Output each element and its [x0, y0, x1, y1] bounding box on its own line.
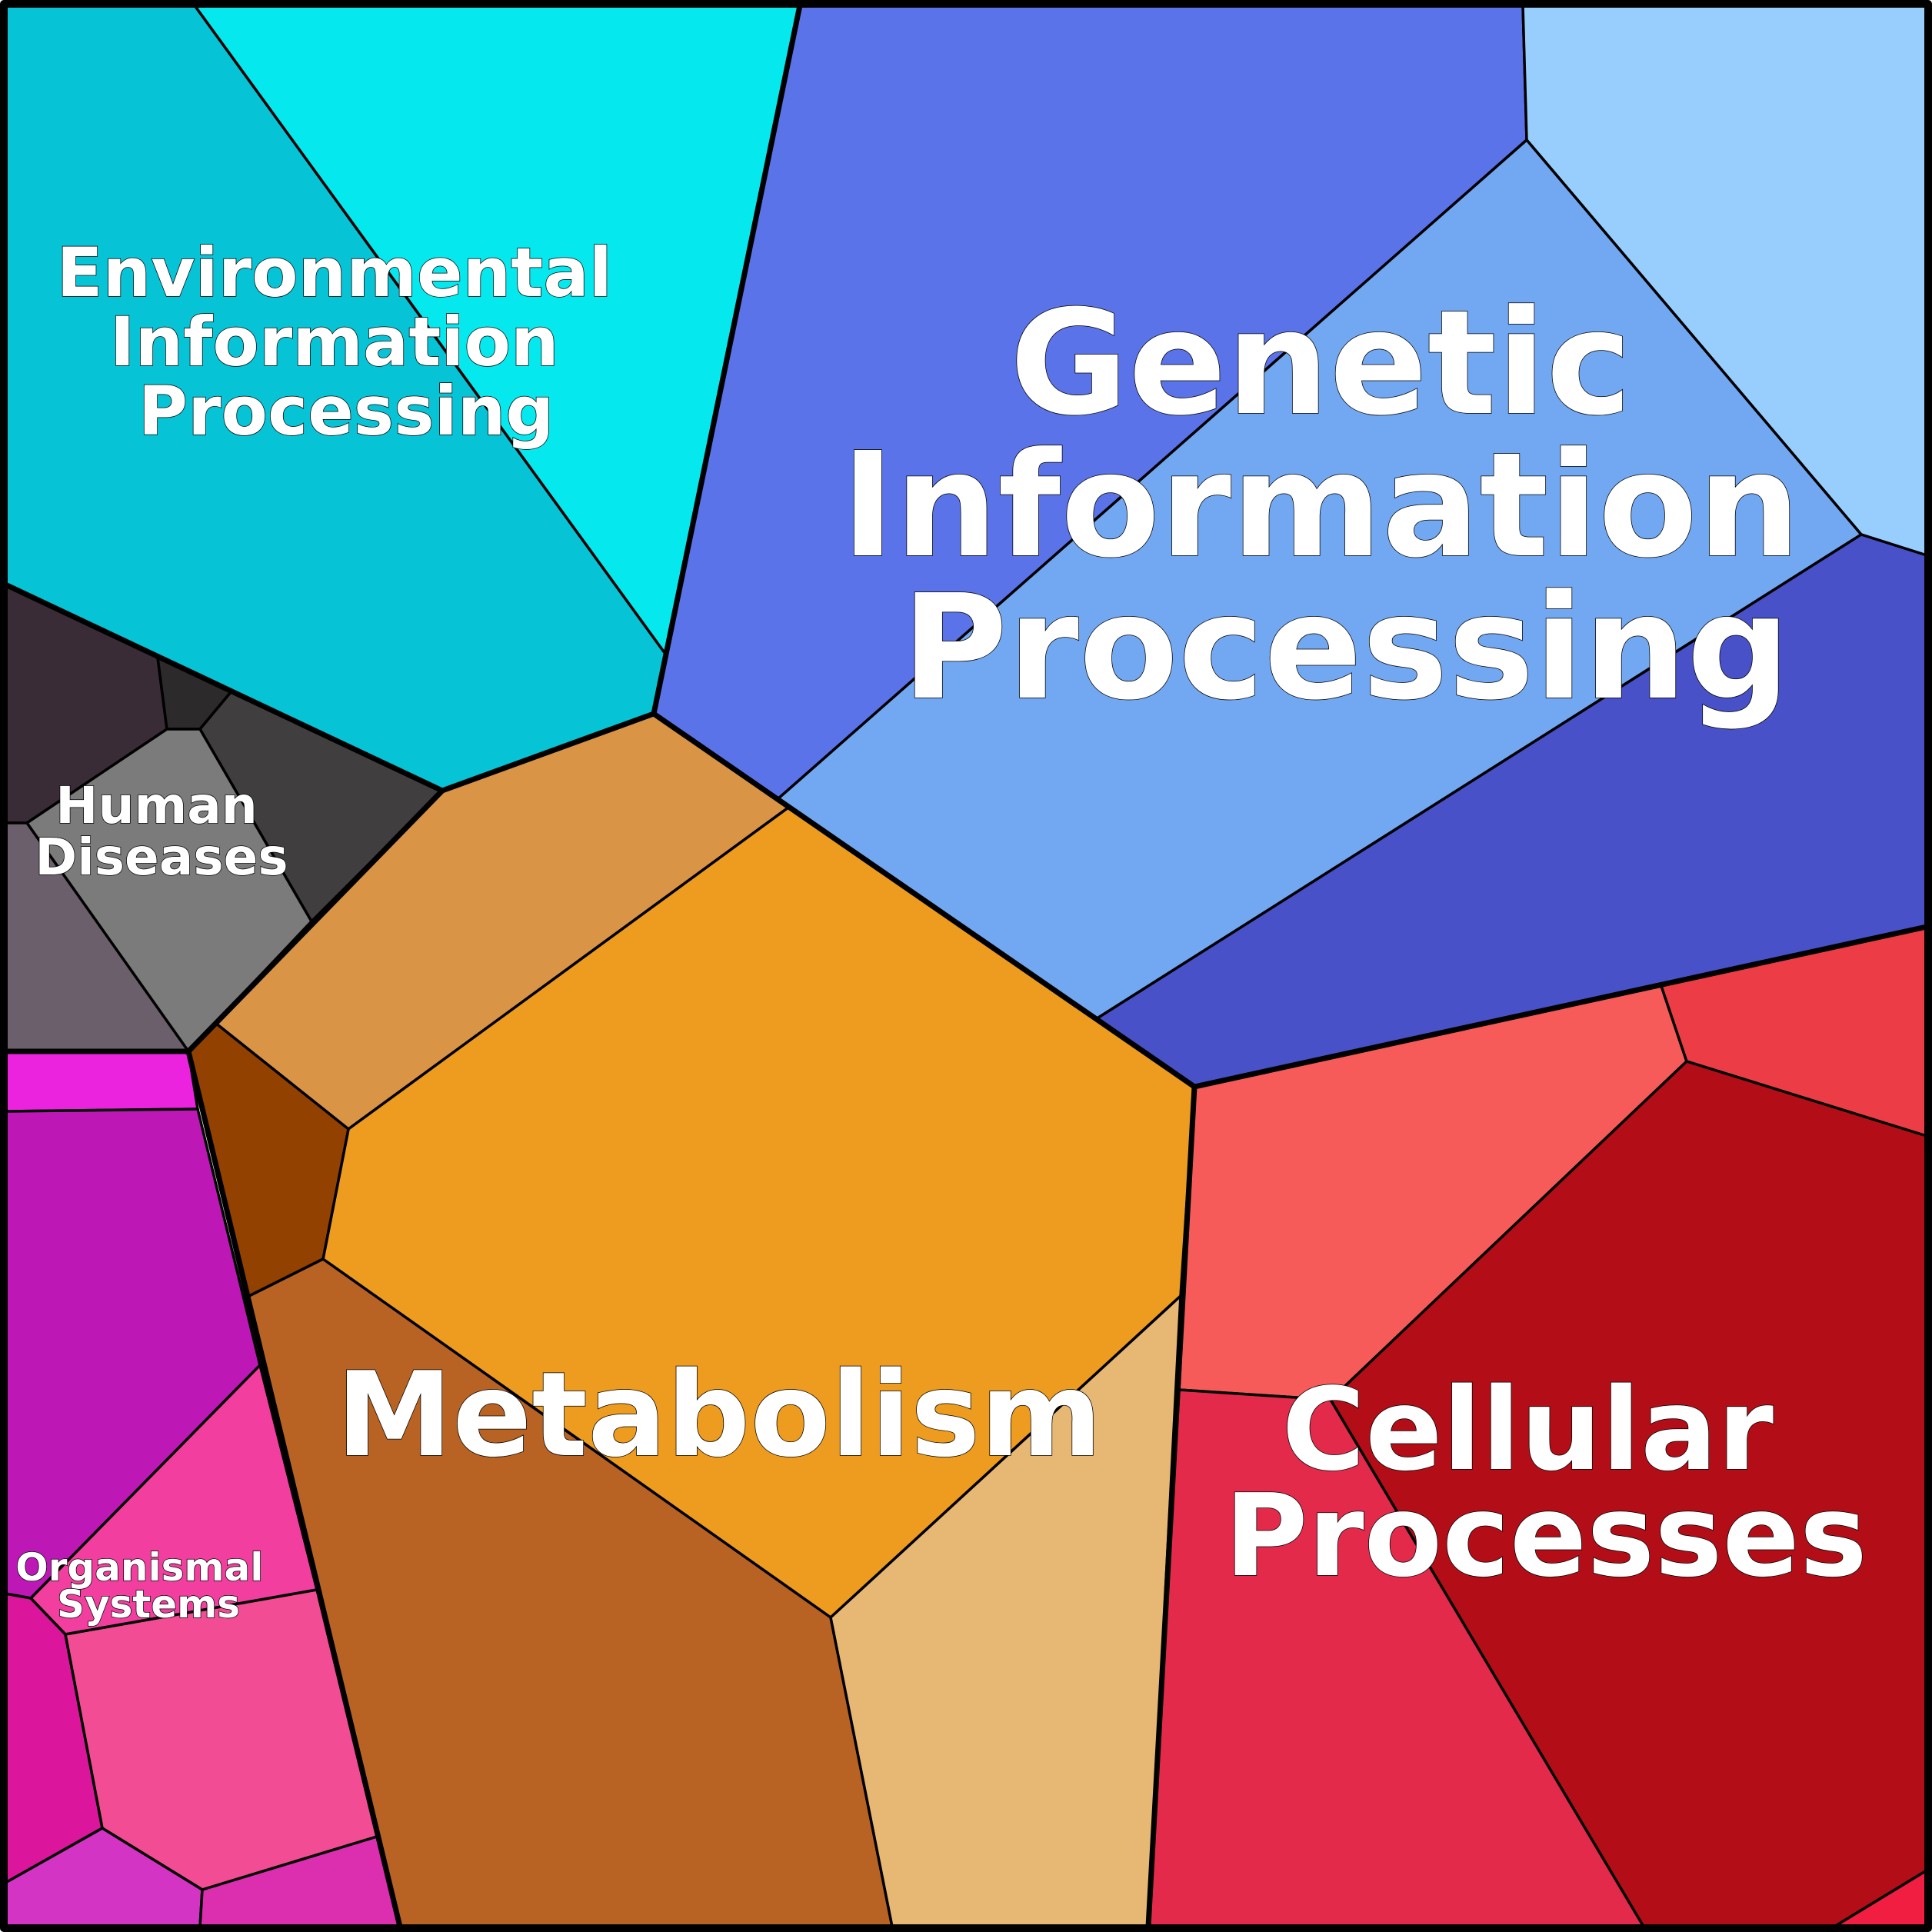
- label-genetic-line-1: Genetic: [1010, 279, 1632, 448]
- label-genetic-line-3: Processing: [901, 564, 1790, 732]
- boundary-metabolism-organismal: [185, 1051, 403, 1927]
- label-human: Human Diseases: [35, 776, 288, 887]
- label-environmental-line-1: Environmental: [56, 233, 611, 312]
- group-metabolism: [187, 712, 1196, 1928]
- label-environmental-line-2: Information: [110, 302, 559, 381]
- group-genetic: [652, 4, 1928, 1088]
- group-cellular: [1147, 925, 1928, 1928]
- labels: Environmental Information Processing Gen…: [15, 232, 1867, 1627]
- group-environmental: [4, 4, 801, 792]
- label-cellular-line-1: Cellular: [1282, 1364, 1774, 1496]
- label-human-line-1: Human: [55, 776, 258, 835]
- boundary-environmental: [4, 5, 803, 794]
- label-human-line-2: Diseases: [35, 828, 288, 887]
- label-organismal: Organismal Systems: [15, 1545, 277, 1627]
- cell-organismal-1: [4, 1050, 199, 1113]
- label-genetic: Genetic Information Processing: [841, 279, 1851, 732]
- label-environmental: Environmental Information Processing: [56, 233, 635, 451]
- label-environmental-line-3: Processing: [138, 371, 555, 451]
- label-metabolism-line-1: Metabolism: [336, 1347, 1102, 1483]
- boundary-metabolism-cellular: [1145, 1086, 1198, 1927]
- label-cellular: Cellular Processes: [1224, 1364, 1867, 1602]
- label-genetic-line-2: Information: [841, 421, 1801, 590]
- group-human: [4, 583, 444, 1053]
- label-organismal-line-2: Systems: [57, 1582, 240, 1627]
- label-organismal-line-1: Organismal: [15, 1545, 263, 1590]
- label-metabolism: Metabolism: [336, 1347, 1102, 1483]
- group-organismal: [4, 1050, 401, 1928]
- label-cellular-line-2: Processes: [1224, 1470, 1867, 1602]
